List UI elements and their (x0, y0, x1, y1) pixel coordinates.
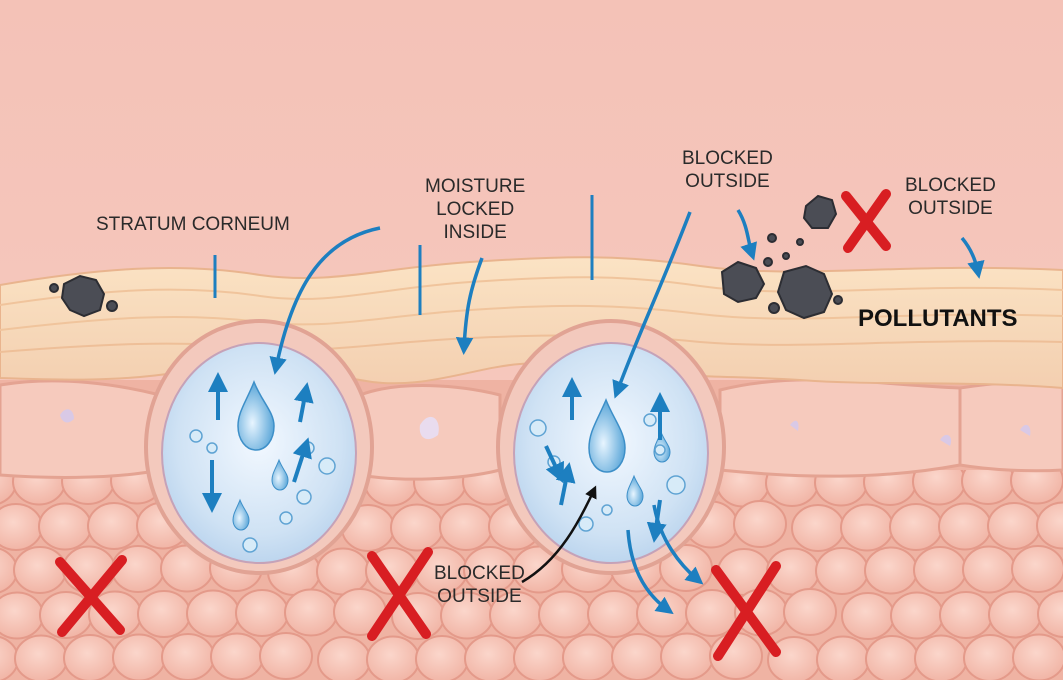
skin-cell (440, 504, 492, 550)
skin-cell (939, 504, 991, 550)
skin-cell (15, 636, 67, 680)
skin-cell (416, 636, 468, 680)
skin-cell (539, 592, 591, 638)
skin-cell (963, 547, 1015, 593)
skin-cell (318, 637, 370, 680)
skin-cell (891, 593, 943, 639)
skin-cell (866, 636, 918, 680)
label-blocked-outside-bottom: BLOCKED OUTSIDE (434, 562, 525, 608)
skin-cell (285, 590, 337, 636)
skin-cell (563, 635, 615, 680)
skin-cell (64, 635, 116, 680)
skin-cell (784, 589, 836, 635)
skin-cell (0, 504, 42, 550)
skin-cell (317, 549, 369, 595)
skin-cell (162, 634, 214, 680)
skin-cell (1013, 635, 1063, 680)
skin-cell (14, 547, 66, 593)
skin-cell (989, 592, 1041, 638)
skin-cell (367, 637, 419, 680)
skin-cell (514, 635, 566, 680)
skin-cell (39, 504, 91, 550)
skin-cell (236, 590, 288, 636)
skin-cell (734, 501, 786, 547)
label-line: LOCKED (425, 198, 525, 221)
label-line: BLOCKED (434, 562, 525, 585)
skin-cell (890, 504, 942, 550)
skin-cell (865, 548, 917, 594)
skin-cell (841, 505, 893, 551)
skin-cell (661, 634, 713, 680)
skin-cell (792, 505, 844, 551)
label-moisture-locked-inside: MOISTURE LOCKED INSIDE (425, 175, 525, 245)
skin-cell (842, 593, 894, 639)
skin-cell (187, 591, 239, 637)
skin-cell (113, 635, 165, 680)
label-blocked-outside-top: BLOCKED OUTSIDE (682, 147, 773, 193)
label-line: MOISTURE (425, 175, 525, 198)
skin-cell (612, 634, 664, 680)
skin-cell (138, 591, 190, 637)
skin-cell (914, 547, 966, 593)
label-line: OUTSIDE (682, 170, 773, 193)
label-line: BLOCKED (905, 174, 996, 197)
label-stratum-corneum: STRATUM CORNEUM (96, 213, 290, 236)
skin-cell (1012, 546, 1063, 592)
skin-cell (988, 503, 1040, 549)
label-pollutants: POLLUTANTS (858, 304, 1018, 333)
label-line: OUTSIDE (434, 585, 525, 608)
skin-cell (391, 505, 443, 551)
label-blocked-outside-right: BLOCKED OUTSIDE (905, 174, 996, 220)
skin-cell (88, 503, 140, 549)
skin-cell (964, 635, 1016, 680)
skin-cell (465, 636, 517, 680)
label-line: INSIDE (425, 221, 525, 244)
label-line: BLOCKED (682, 147, 773, 170)
skin-cell (588, 591, 640, 637)
skin-cell (637, 591, 689, 637)
skin-cell (211, 634, 263, 680)
skin-cell (817, 637, 869, 680)
skin-cell (915, 636, 967, 680)
skin-cell (260, 633, 312, 679)
skin-cell (940, 592, 992, 638)
skin-cell (816, 548, 868, 594)
skin-cell (0, 593, 43, 639)
label-line: OUTSIDE (905, 197, 996, 220)
